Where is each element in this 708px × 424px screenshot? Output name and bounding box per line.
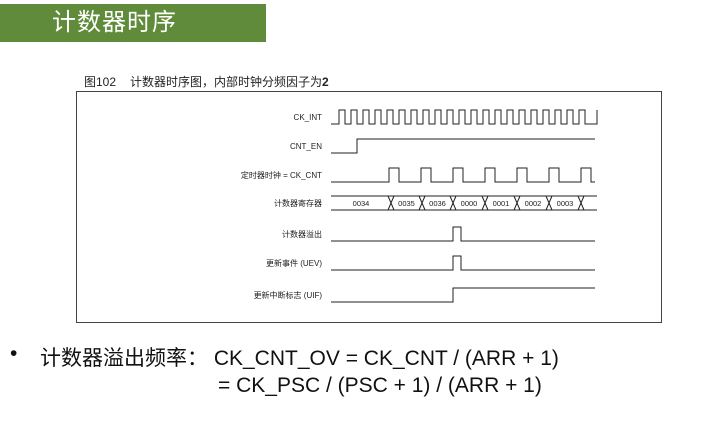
counter-value: 0000 [461, 199, 478, 208]
bullet-icon: • [10, 342, 18, 365]
figure-caption: 图102 计数器时序图，内部时钟分频因子为2 [84, 73, 329, 90]
counter-register-transition-b-6 [577, 195, 585, 211]
timing-diagram: CK_INT CNT_EN 定时器时钟 = CK_CNT 计数器寄存器计数器溢出更新事… [76, 91, 662, 323]
signal-label-cnt-en: CNT_EN [290, 142, 322, 151]
counter-register-transition-b-5 [545, 195, 553, 211]
signal-label-ck-int: CK_INT [294, 113, 323, 122]
counter-value: 0002 [525, 199, 542, 208]
figure-caption-text: 计数器时序图，内部时钟分频因子为 [130, 75, 323, 89]
counter-register-transition-b-4 [513, 195, 521, 211]
counter-overflow-wave [331, 226, 595, 242]
figure-number: 图102 [84, 75, 117, 89]
counter-value: 0001 [493, 199, 510, 208]
counter-register-transition-b-0 [387, 195, 395, 211]
signal-waveforms [331, 109, 598, 303]
counter-value: 0035 [398, 199, 415, 208]
formula-block: • 计数器溢出频率： CK_CNT_OV = CK_CNT / (ARR + 1… [0, 342, 708, 412]
uif-wave [331, 287, 595, 303]
uev-wave [331, 255, 595, 271]
signal-label-ck-cnt: 定时器时钟 = CK_CNT [241, 170, 322, 180]
formula-line-2: = CK_PSC / (PSC + 1) / (ARR + 1) [218, 374, 542, 397]
ck-int-wave [331, 109, 598, 125]
counter-register-transition-b-1 [418, 195, 426, 211]
counter-value: 0036 [429, 199, 446, 208]
counter-register-transition-b-3 [481, 195, 489, 211]
cnt-en-wave [331, 138, 595, 154]
counter-value: 0003 [557, 199, 574, 208]
signal-label-counter-overflow: 计数器溢出 [282, 229, 322, 239]
slide-title: 计数器时序 [0, 4, 266, 42]
formula-line-1: 计数器溢出频率： CK_CNT_OV = CK_CNT / (ARR + 1) [40, 347, 559, 370]
signal-label-uev: 更新事件 (UEV) [266, 258, 322, 268]
figure-caption-value: 2 [322, 75, 329, 89]
counter-register-transition-b-2 [449, 195, 457, 211]
signal-label-uif: 更新中断标志 (UIF) [254, 290, 323, 300]
timing-diagram-svg: CK_INT CNT_EN 定时器时钟 = CK_CNT 计数器寄存器计数器溢出更新事… [241, 109, 598, 303]
signal-label-counter-register: 计数器寄存器 [274, 198, 322, 208]
ck-cnt-wave [331, 167, 595, 183]
counter-value: 0034 [353, 199, 370, 208]
signal-labels: CK_INT CNT_EN 定时器时钟 = CK_CNT 计数器寄存器计数器溢出更新事… [241, 113, 573, 300]
